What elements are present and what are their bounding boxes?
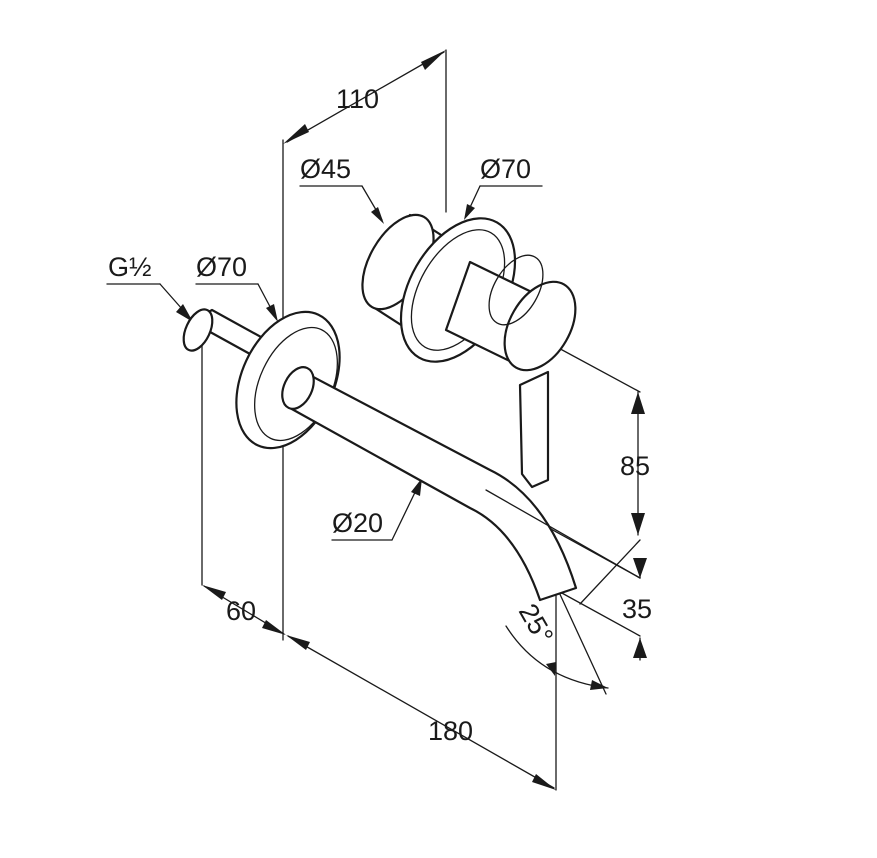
dimension-lines (106, 49, 647, 791)
mixer-handle-unit (361, 213, 577, 489)
lever (518, 370, 550, 489)
label-thread-g: G½ (108, 252, 152, 282)
label-dia-70-spout: Ø70 (196, 252, 247, 282)
label-height-85: 85 (620, 451, 650, 481)
label-dia-70-handle: Ø70 (480, 154, 531, 184)
label-angle-25: 25° (513, 599, 559, 649)
label-length-60: 60 (226, 596, 256, 626)
label-dia-45: Ø45 (300, 154, 351, 184)
spout-pipe (288, 368, 578, 602)
handle-cap (503, 280, 577, 372)
label-width-110: 110 (336, 84, 379, 114)
label-length-180: 180 (428, 716, 473, 746)
label-height-35: 35 (622, 594, 652, 624)
label-dia-20: Ø20 (332, 508, 383, 538)
spout-unit (182, 308, 641, 602)
